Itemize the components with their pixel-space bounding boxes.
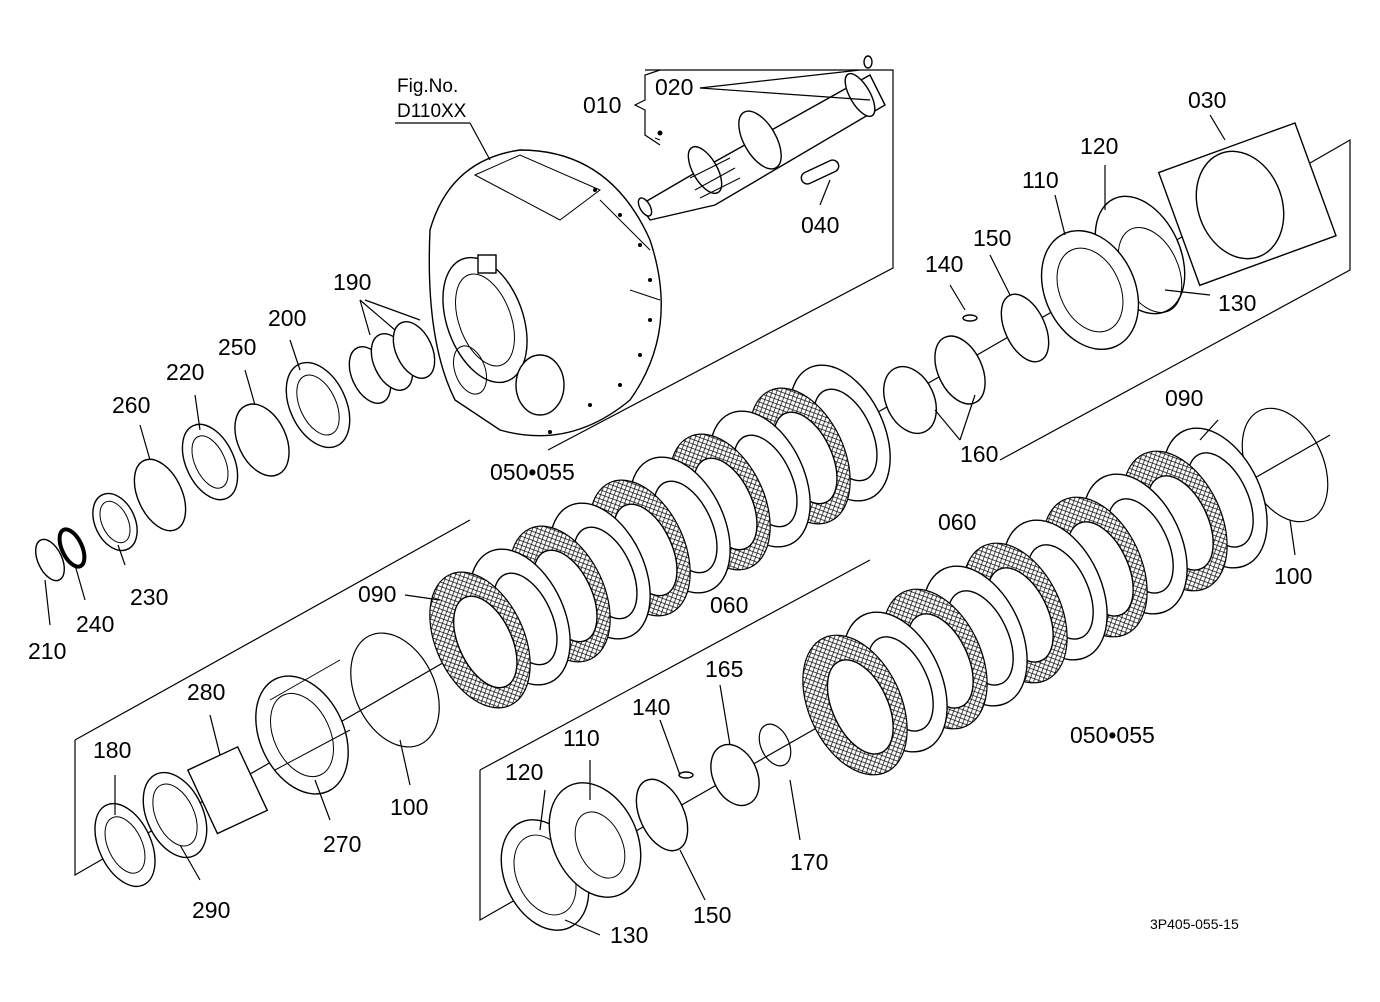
label-190: 190 xyxy=(333,269,371,295)
label-170: 170 xyxy=(790,849,828,875)
label-250: 250 xyxy=(218,334,256,360)
label-165: 165 xyxy=(705,656,743,682)
piston-group-upper xyxy=(882,122,1337,435)
figure-reference: Fig.No. D110XX xyxy=(397,76,467,122)
label-260: 260 xyxy=(112,392,150,418)
label-230: 230 xyxy=(130,584,168,610)
label-060-lower: 060 xyxy=(938,509,976,535)
label-120-lower: 120 xyxy=(505,759,543,785)
label-240: 240 xyxy=(76,611,114,637)
label-100-right: 100 xyxy=(1274,563,1312,589)
label-090-right: 090 xyxy=(1165,385,1203,411)
label-210: 210 xyxy=(28,638,66,664)
label-090-left: 090 xyxy=(358,581,396,607)
label-160: 160 xyxy=(960,441,998,467)
upper-clutch-pack xyxy=(429,364,891,709)
label-110-lower: 110 xyxy=(563,725,600,751)
clutch-plate-bore xyxy=(826,659,894,755)
label-150-lower: 150 xyxy=(693,902,731,928)
part-labels: 010 020 030 040 050•055 050•055 060 060 … xyxy=(28,74,1312,948)
label-130-upper: 130 xyxy=(1218,290,1256,316)
clutch-plate-bore xyxy=(452,595,518,689)
piston-group-lower xyxy=(500,743,760,931)
figure-ref-line2: D110XX xyxy=(397,101,467,122)
label-050-055-lower: 050•055 xyxy=(1070,722,1155,748)
leader-lines xyxy=(44,69,1296,936)
drawing-code: 3P405-055-15 xyxy=(1150,916,1239,932)
label-290: 290 xyxy=(192,897,230,923)
left-bearing-stack xyxy=(34,321,436,888)
label-010: 010 xyxy=(583,92,621,118)
label-150-upper: 150 xyxy=(973,225,1011,251)
label-030: 030 xyxy=(1188,87,1226,113)
label-140-lower: 140 xyxy=(632,694,670,720)
label-280: 280 xyxy=(187,679,225,705)
label-130-lower: 130 xyxy=(610,922,648,948)
clutch-housing xyxy=(428,149,662,437)
figure-ref-line1: Fig.No. xyxy=(397,76,458,97)
lower-clutch-pack xyxy=(802,427,1268,776)
label-200: 200 xyxy=(268,305,306,331)
label-040: 040 xyxy=(801,212,839,238)
label-100-left: 100 xyxy=(390,794,428,820)
label-220: 220 xyxy=(166,359,204,385)
label-120-upper: 120 xyxy=(1080,133,1118,159)
label-140-upper: 140 xyxy=(925,251,963,277)
label-060-upper: 060 xyxy=(710,592,748,618)
label-270: 270 xyxy=(323,831,361,857)
label-180: 180 xyxy=(93,737,131,763)
label-110-upper: 110 xyxy=(1022,167,1059,193)
label-050-055-upper: 050•055 xyxy=(490,459,575,485)
label-020: 020 xyxy=(655,74,693,100)
input-shaft xyxy=(637,55,886,221)
